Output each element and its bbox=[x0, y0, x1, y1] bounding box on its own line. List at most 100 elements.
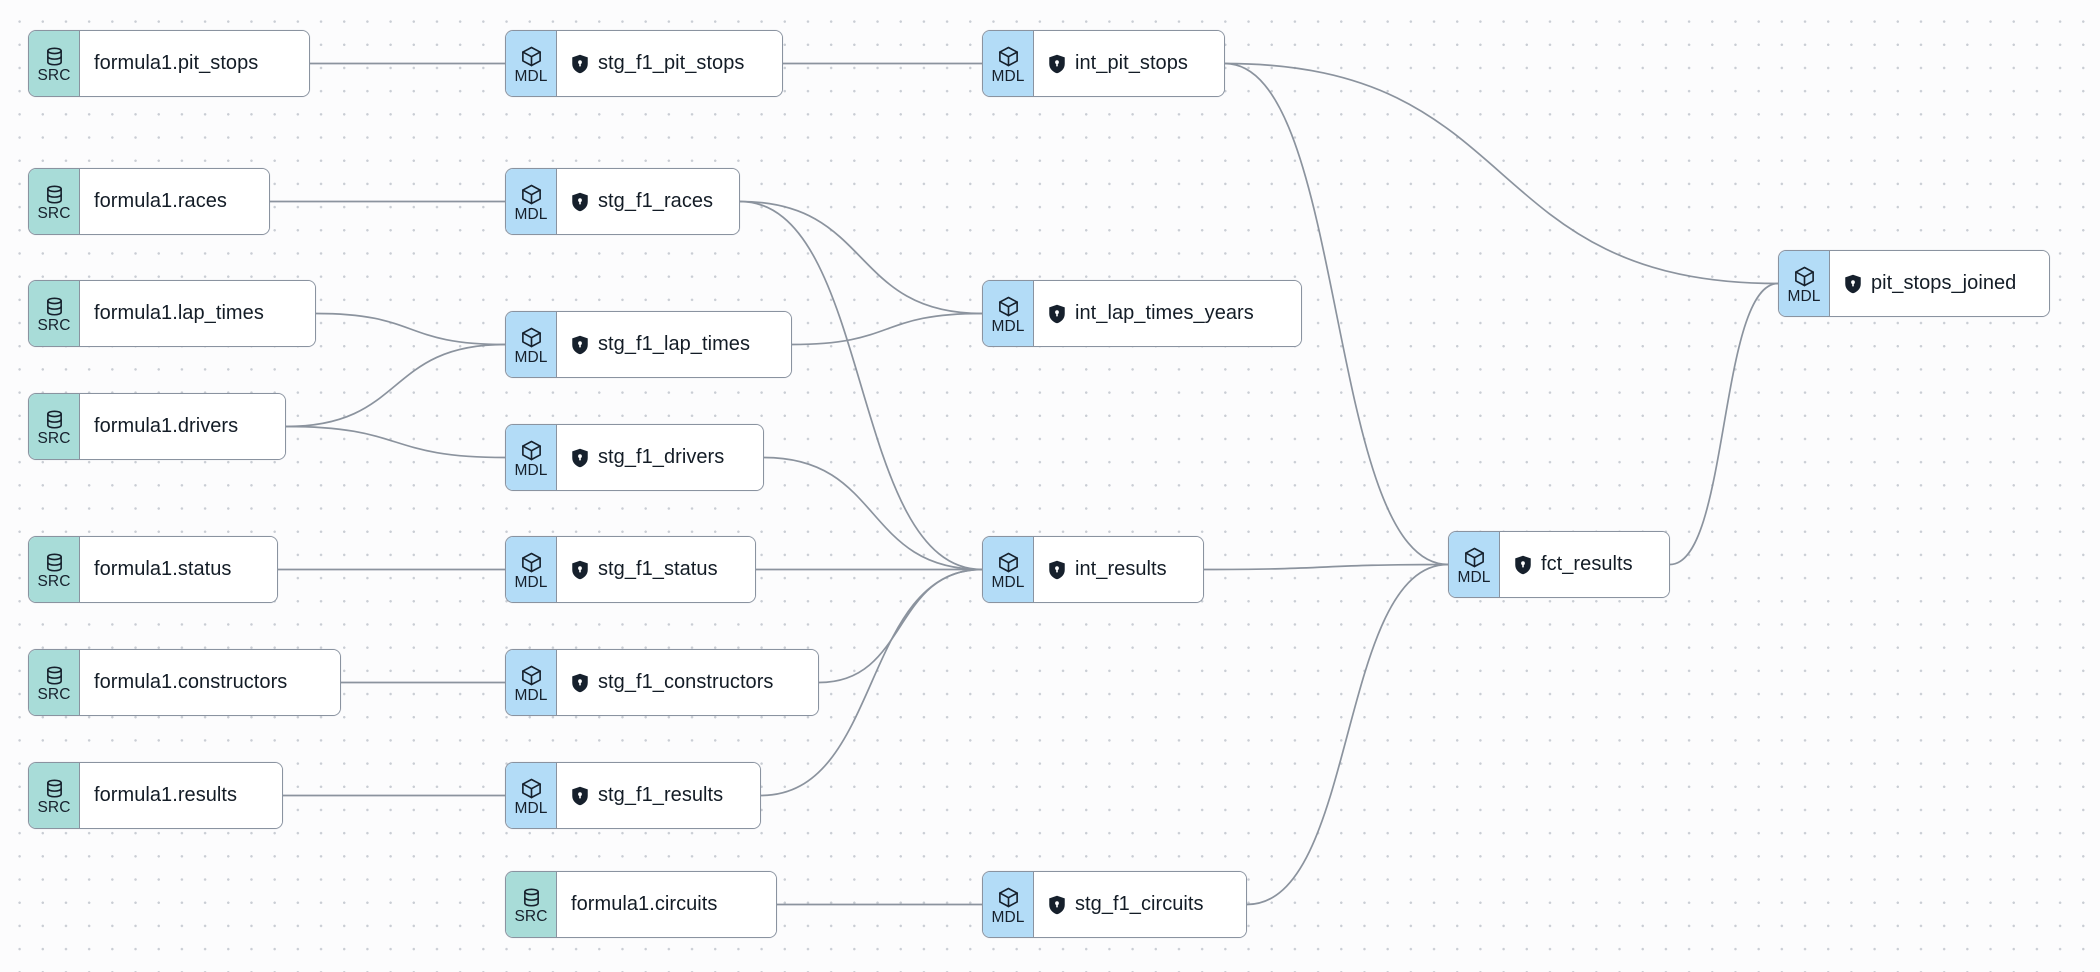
node-type-label: MDL bbox=[514, 461, 548, 479]
node-type-label: SRC bbox=[37, 66, 71, 84]
graph-node-stg_races[interactable]: MDL stg_f1_races bbox=[505, 168, 740, 235]
shield-lock-icon bbox=[1048, 895, 1066, 915]
node-body[interactable]: stg_f1_circuits bbox=[1034, 872, 1246, 937]
node-type-label: MDL bbox=[514, 799, 548, 817]
node-body[interactable]: stg_f1_races bbox=[557, 169, 739, 234]
node-label: formula1.status bbox=[94, 558, 232, 580]
node-body[interactable]: int_lap_times_years bbox=[1034, 281, 1301, 346]
graph-node-stg_lap_times[interactable]: MDL stg_f1_lap_times bbox=[505, 311, 792, 378]
graph-node-src_pit_stops[interactable]: SRC formula1.pit_stops bbox=[28, 30, 310, 97]
node-body[interactable]: stg_f1_constructors bbox=[557, 650, 818, 715]
node-type-badge-mdl: MDL bbox=[506, 763, 557, 828]
node-label: int_pit_stops bbox=[1075, 52, 1188, 74]
database-icon bbox=[44, 409, 65, 430]
node-type-label: MDL bbox=[991, 908, 1025, 926]
node-type-label: SRC bbox=[37, 429, 71, 447]
node-body[interactable]: stg_f1_results bbox=[557, 763, 760, 828]
node-body[interactable]: formula1.drivers bbox=[80, 394, 285, 459]
node-type-label: MDL bbox=[514, 686, 548, 704]
node-label: fct_results bbox=[1541, 553, 1633, 575]
shield-lock-icon bbox=[1844, 274, 1862, 294]
node-type-badge-src: SRC bbox=[506, 872, 557, 937]
node-body[interactable]: stg_f1_drivers bbox=[557, 425, 763, 490]
node-body[interactable]: formula1.pit_stops bbox=[80, 31, 309, 96]
node-body[interactable]: formula1.constructors bbox=[80, 650, 340, 715]
graph-node-src_drivers[interactable]: SRC formula1.drivers bbox=[28, 393, 286, 460]
node-type-label: MDL bbox=[1457, 568, 1491, 586]
cube-icon bbox=[520, 45, 543, 68]
node-type-badge-mdl: MDL bbox=[506, 169, 557, 234]
node-label: stg_f1_constructors bbox=[598, 671, 774, 693]
graph-edge-src_lap_times-to-stg_lap_times bbox=[315, 312, 506, 346]
shield-lock-icon bbox=[571, 673, 589, 693]
graph-edge-stg_races-to-int_lap_times_years bbox=[739, 200, 983, 315]
node-label: formula1.races bbox=[94, 190, 227, 212]
node-body[interactable]: formula1.status bbox=[80, 537, 277, 602]
node-label: formula1.pit_stops bbox=[94, 52, 259, 74]
node-label: stg_f1_drivers bbox=[598, 446, 725, 468]
node-body[interactable]: stg_f1_lap_times bbox=[557, 312, 791, 377]
graph-node-src_constructors[interactable]: SRC formula1.constructors bbox=[28, 649, 341, 716]
node-body[interactable]: formula1.races bbox=[80, 169, 269, 234]
node-type-badge-src: SRC bbox=[29, 537, 80, 602]
node-label: formula1.circuits bbox=[571, 893, 718, 915]
shield-lock-icon bbox=[1048, 304, 1066, 324]
node-body[interactable]: stg_f1_pit_stops bbox=[557, 31, 782, 96]
cube-icon bbox=[520, 551, 543, 574]
graph-node-stg_drivers[interactable]: MDL stg_f1_drivers bbox=[505, 424, 764, 491]
graph-node-pit_stops_joined[interactable]: MDL pit_stops_joined bbox=[1778, 250, 2050, 317]
node-type-label: MDL bbox=[514, 205, 548, 223]
node-body[interactable]: stg_f1_status bbox=[557, 537, 755, 602]
graph-edge-stg_circuits-to-fct_results bbox=[1246, 563, 1449, 906]
graph-edge-int_pit_stops-to-pit_stops_joined bbox=[1224, 62, 1779, 285]
graph-node-stg_pit_stops[interactable]: MDL stg_f1_pit_stops bbox=[505, 30, 783, 97]
node-body[interactable]: pit_stops_joined bbox=[1830, 251, 2049, 316]
node-type-badge-mdl: MDL bbox=[983, 281, 1034, 346]
cube-icon bbox=[1793, 265, 1816, 288]
graph-node-src_circuits[interactable]: SRC formula1.circuits bbox=[505, 871, 777, 938]
graph-edge-stg_lap_times-to-int_lap_times_years bbox=[791, 312, 983, 346]
node-body[interactable]: formula1.results bbox=[80, 763, 282, 828]
graph-node-stg_circuits[interactable]: MDL stg_f1_circuits bbox=[982, 871, 1247, 938]
cube-icon bbox=[997, 886, 1020, 909]
graph-node-stg_constructors[interactable]: MDL stg_f1_constructors bbox=[505, 649, 819, 716]
shield-lock-icon bbox=[571, 448, 589, 468]
node-body[interactable]: int_pit_stops bbox=[1034, 31, 1224, 96]
graph-node-src_status[interactable]: SRC formula1.status bbox=[28, 536, 278, 603]
shield-lock-icon bbox=[571, 192, 589, 212]
node-label: formula1.lap_times bbox=[94, 302, 264, 324]
database-icon bbox=[44, 184, 65, 205]
shield-lock-icon bbox=[1048, 54, 1066, 74]
node-type-badge-mdl: MDL bbox=[506, 31, 557, 96]
node-body[interactable]: fct_results bbox=[1500, 532, 1669, 597]
graph-node-stg_results[interactable]: MDL stg_f1_results bbox=[505, 762, 761, 829]
database-icon bbox=[44, 296, 65, 317]
node-body[interactable]: int_results bbox=[1034, 537, 1203, 602]
node-label: stg_f1_pit_stops bbox=[598, 52, 745, 74]
cube-icon bbox=[997, 551, 1020, 574]
node-type-label: MDL bbox=[1787, 287, 1821, 305]
graph-node-fct_results[interactable]: MDL fct_results bbox=[1448, 531, 1670, 598]
node-type-label: MDL bbox=[514, 348, 548, 366]
node-type-badge-src: SRC bbox=[29, 650, 80, 715]
node-body[interactable]: formula1.circuits bbox=[557, 872, 776, 937]
shield-lock-icon bbox=[571, 786, 589, 806]
graph-edge-int_results-to-fct_results bbox=[1203, 563, 1449, 571]
node-type-badge-src: SRC bbox=[29, 31, 80, 96]
cube-icon bbox=[520, 664, 543, 687]
node-type-badge-mdl: MDL bbox=[506, 650, 557, 715]
graph-edge-stg_drivers-to-int_results bbox=[763, 456, 983, 571]
node-label: formula1.constructors bbox=[94, 671, 288, 693]
node-type-label: SRC bbox=[514, 907, 548, 925]
database-icon bbox=[44, 665, 65, 686]
cube-icon bbox=[1463, 546, 1486, 569]
node-body[interactable]: formula1.lap_times bbox=[80, 281, 315, 346]
